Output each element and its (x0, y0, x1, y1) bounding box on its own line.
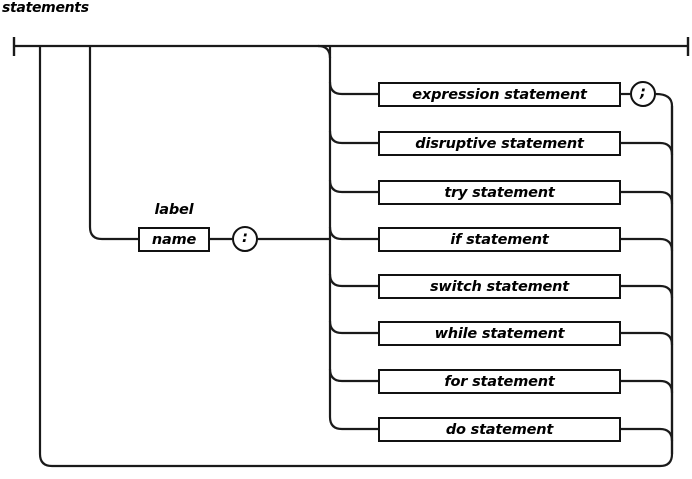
statement-box-switch[interactable]: switch statement (378, 274, 621, 299)
collector-stub-5 (621, 284, 674, 299)
statement-box-expression[interactable]: expression statement (378, 82, 621, 107)
collector-stub-2 (621, 141, 674, 156)
collector-stub-6 (621, 331, 674, 346)
branch-stub-1 (328, 81, 378, 96)
branch-stub-6 (328, 320, 378, 335)
collector-stub-7 (621, 379, 674, 394)
statement-box-try[interactable]: try statement (378, 180, 621, 205)
semicolon-glyph: ; (640, 83, 646, 101)
diagram-title: statements (2, 0, 89, 16)
semicolon-token[interactable]: ; (630, 81, 656, 107)
name-box[interactable]: name (138, 227, 210, 252)
statement-box-do[interactable]: do statement (378, 417, 621, 442)
collector-stub-3 (621, 190, 674, 205)
branch-stub-3 (328, 179, 378, 194)
statement-box-disruptive[interactable]: disruptive statement (378, 131, 621, 156)
collector-stub-8 (621, 427, 674, 442)
colon-token[interactable]: : (232, 226, 258, 252)
branch-stub-4 (328, 226, 378, 241)
collector-stub-1b (655, 92, 674, 107)
label-branch-rail (88, 46, 138, 241)
branch-stub-8 (328, 416, 378, 431)
branch-stub-7 (328, 368, 378, 383)
distributor-top-corner (317, 44, 332, 59)
collector-stub-4 (621, 237, 674, 252)
statement-box-for[interactable]: for statement (378, 369, 621, 394)
statement-box-while[interactable]: while statement (378, 321, 621, 346)
branch-stub-2 (328, 130, 378, 145)
outer-loopback-rail (38, 46, 674, 468)
colon-glyph: : (242, 228, 248, 246)
branch-stub-5 (328, 273, 378, 288)
label-caption: label (154, 202, 194, 218)
statement-box-if[interactable]: if statement (378, 227, 621, 252)
